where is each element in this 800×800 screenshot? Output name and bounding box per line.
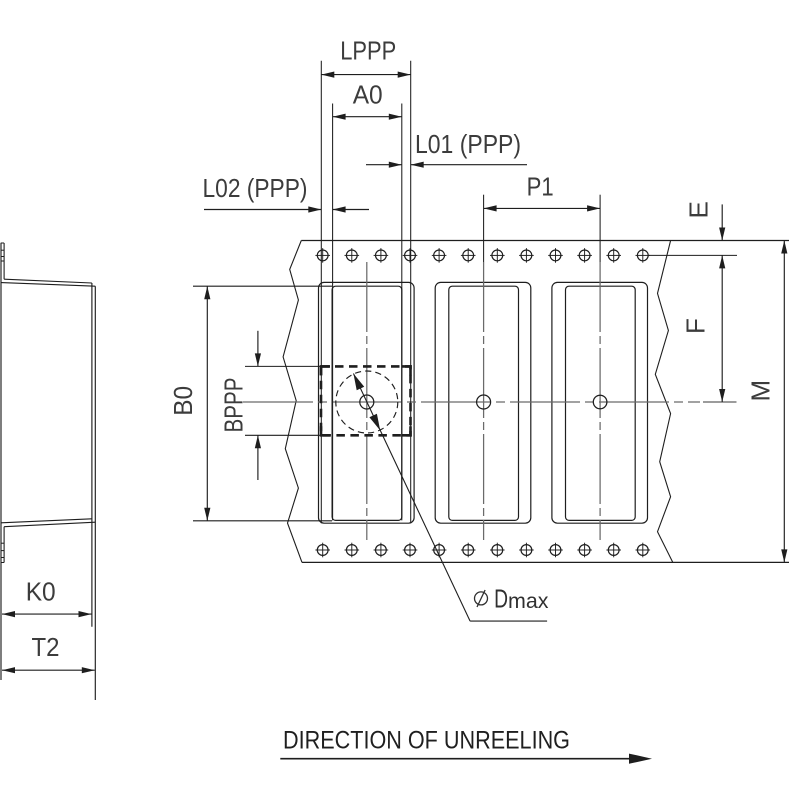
svg-text:B0: B0 bbox=[168, 386, 198, 416]
svg-text:L02 (PPP): L02 (PPP) bbox=[203, 173, 308, 203]
svg-text:K0: K0 bbox=[26, 577, 56, 607]
svg-text:BPPP: BPPP bbox=[218, 378, 248, 433]
svg-text:A0: A0 bbox=[353, 80, 383, 110]
svg-text:LPPP: LPPP bbox=[340, 35, 396, 65]
svg-text:M: M bbox=[746, 380, 776, 402]
svg-text:E: E bbox=[684, 201, 714, 218]
svg-text:L01 (PPP): L01 (PPP) bbox=[415, 129, 521, 159]
svg-text:F: F bbox=[681, 318, 711, 334]
svg-text:P1: P1 bbox=[527, 171, 554, 201]
svg-text:max: max bbox=[508, 588, 549, 613]
svg-text:T2: T2 bbox=[32, 632, 60, 662]
svg-text:DIRECTION OF UNREELING: DIRECTION OF UNREELING bbox=[283, 726, 570, 754]
svg-text:D: D bbox=[494, 585, 508, 613]
